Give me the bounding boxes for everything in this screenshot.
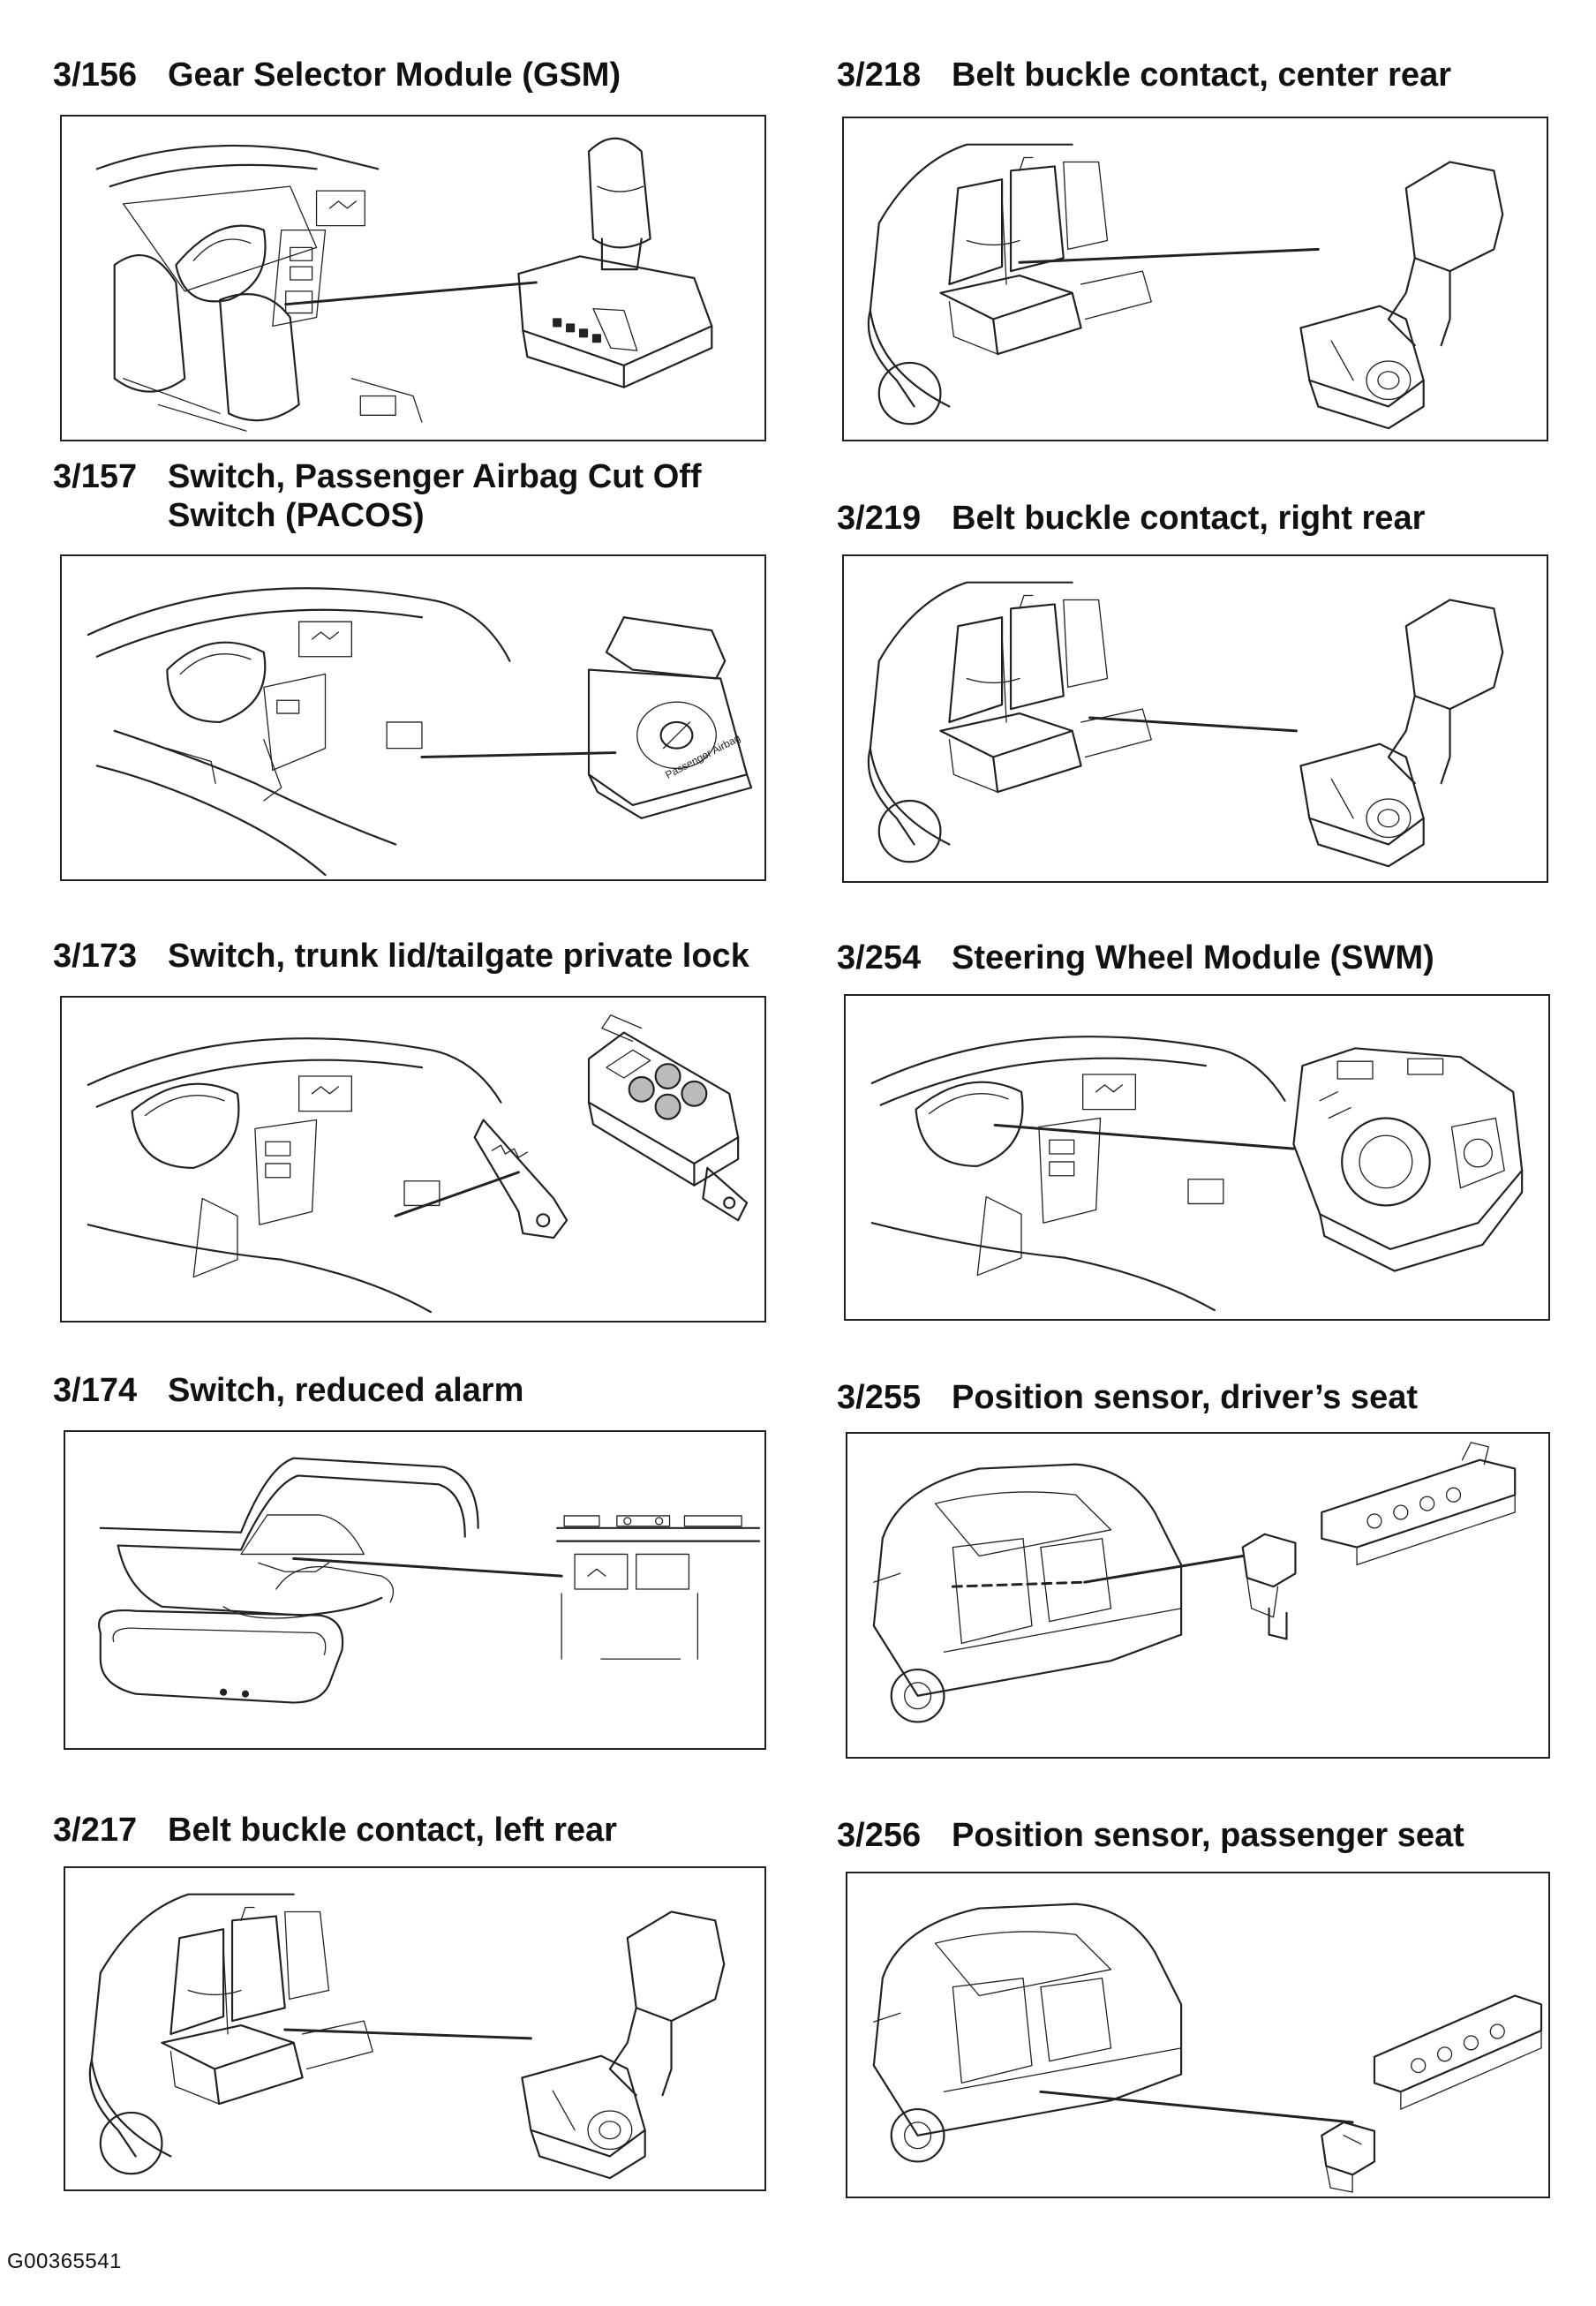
- gear-selector-illustration: [60, 115, 766, 441]
- item-code: 3/156: [53, 57, 138, 94]
- item-heading: 3/256 Position sensor, passenger seat: [837, 1815, 1464, 1856]
- belt-buckle-illustration: [64, 1866, 766, 2191]
- item-code: 3/256: [837, 1817, 922, 1854]
- item-code: 3/157: [53, 458, 138, 495]
- item-title: Steering Wheel Module (SWM): [952, 939, 1434, 976]
- item-code: 3/173: [53, 938, 138, 975]
- item-heading: 3/156 Gear Selector Module (GSM): [53, 55, 621, 95]
- item-heading: 3/157 Switch, Passenger Airbag Cut Off Sw…: [53, 457, 733, 535]
- part-label-text: Passenger Airbag: [663, 732, 742, 781]
- item-title: Gear Selector Module (GSM): [168, 57, 621, 94]
- item-heading: 3/219 Belt buckle contact, right rear: [837, 498, 1425, 539]
- position-sensor-illustration: [846, 1872, 1550, 2198]
- steering-module-illustration: [844, 994, 1550, 1321]
- item-code: 3/219: [837, 500, 922, 537]
- reduced-alarm-illustration: [64, 1430, 766, 1750]
- item-code: 3/254: [837, 939, 922, 976]
- belt-buckle-illustration: [842, 554, 1548, 883]
- item-heading: 3/217 Belt buckle contact, left rear: [53, 1810, 617, 1850]
- private-lock-illustration: [60, 996, 766, 1323]
- item-code: 3/218: [837, 57, 922, 94]
- item-title: Belt buckle contact, left rear: [168, 1812, 617, 1849]
- document-id: G00365541: [7, 2249, 122, 2273]
- item-heading: 3/255 Position sensor, driver’s seat: [837, 1377, 1418, 1418]
- item-title: Position sensor, driver’s seat: [952, 1379, 1418, 1416]
- item-heading: 3/174 Switch, reduced alarm: [53, 1370, 523, 1411]
- item-code: 3/174: [53, 1372, 138, 1409]
- item-title: Position sensor, passenger seat: [952, 1817, 1464, 1854]
- item-title: Switch, reduced alarm: [168, 1372, 524, 1409]
- item-title: Switch, Passenger Airbag Cut Off Switch …: [168, 458, 702, 534]
- item-heading: 3/218 Belt buckle contact, center rear: [837, 55, 1451, 95]
- item-code: 3/255: [837, 1379, 922, 1416]
- item-heading: 3/254 Steering Wheel Module (SWM): [837, 938, 1434, 978]
- item-title: Switch, trunk lid/tailgate private lock: [168, 938, 749, 975]
- item-code: 3/217: [53, 1812, 138, 1849]
- belt-buckle-illustration: [842, 117, 1548, 441]
- item-heading: 3/173 Switch, trunk lid/tailgate private …: [53, 936, 749, 976]
- item-title: Belt buckle contact, center rear: [952, 57, 1451, 94]
- position-sensor-illustration: [846, 1432, 1550, 1759]
- pacos-switch-illustration: Passenger Airbag: [60, 554, 766, 881]
- item-title: Belt buckle contact, right rear: [952, 500, 1426, 537]
